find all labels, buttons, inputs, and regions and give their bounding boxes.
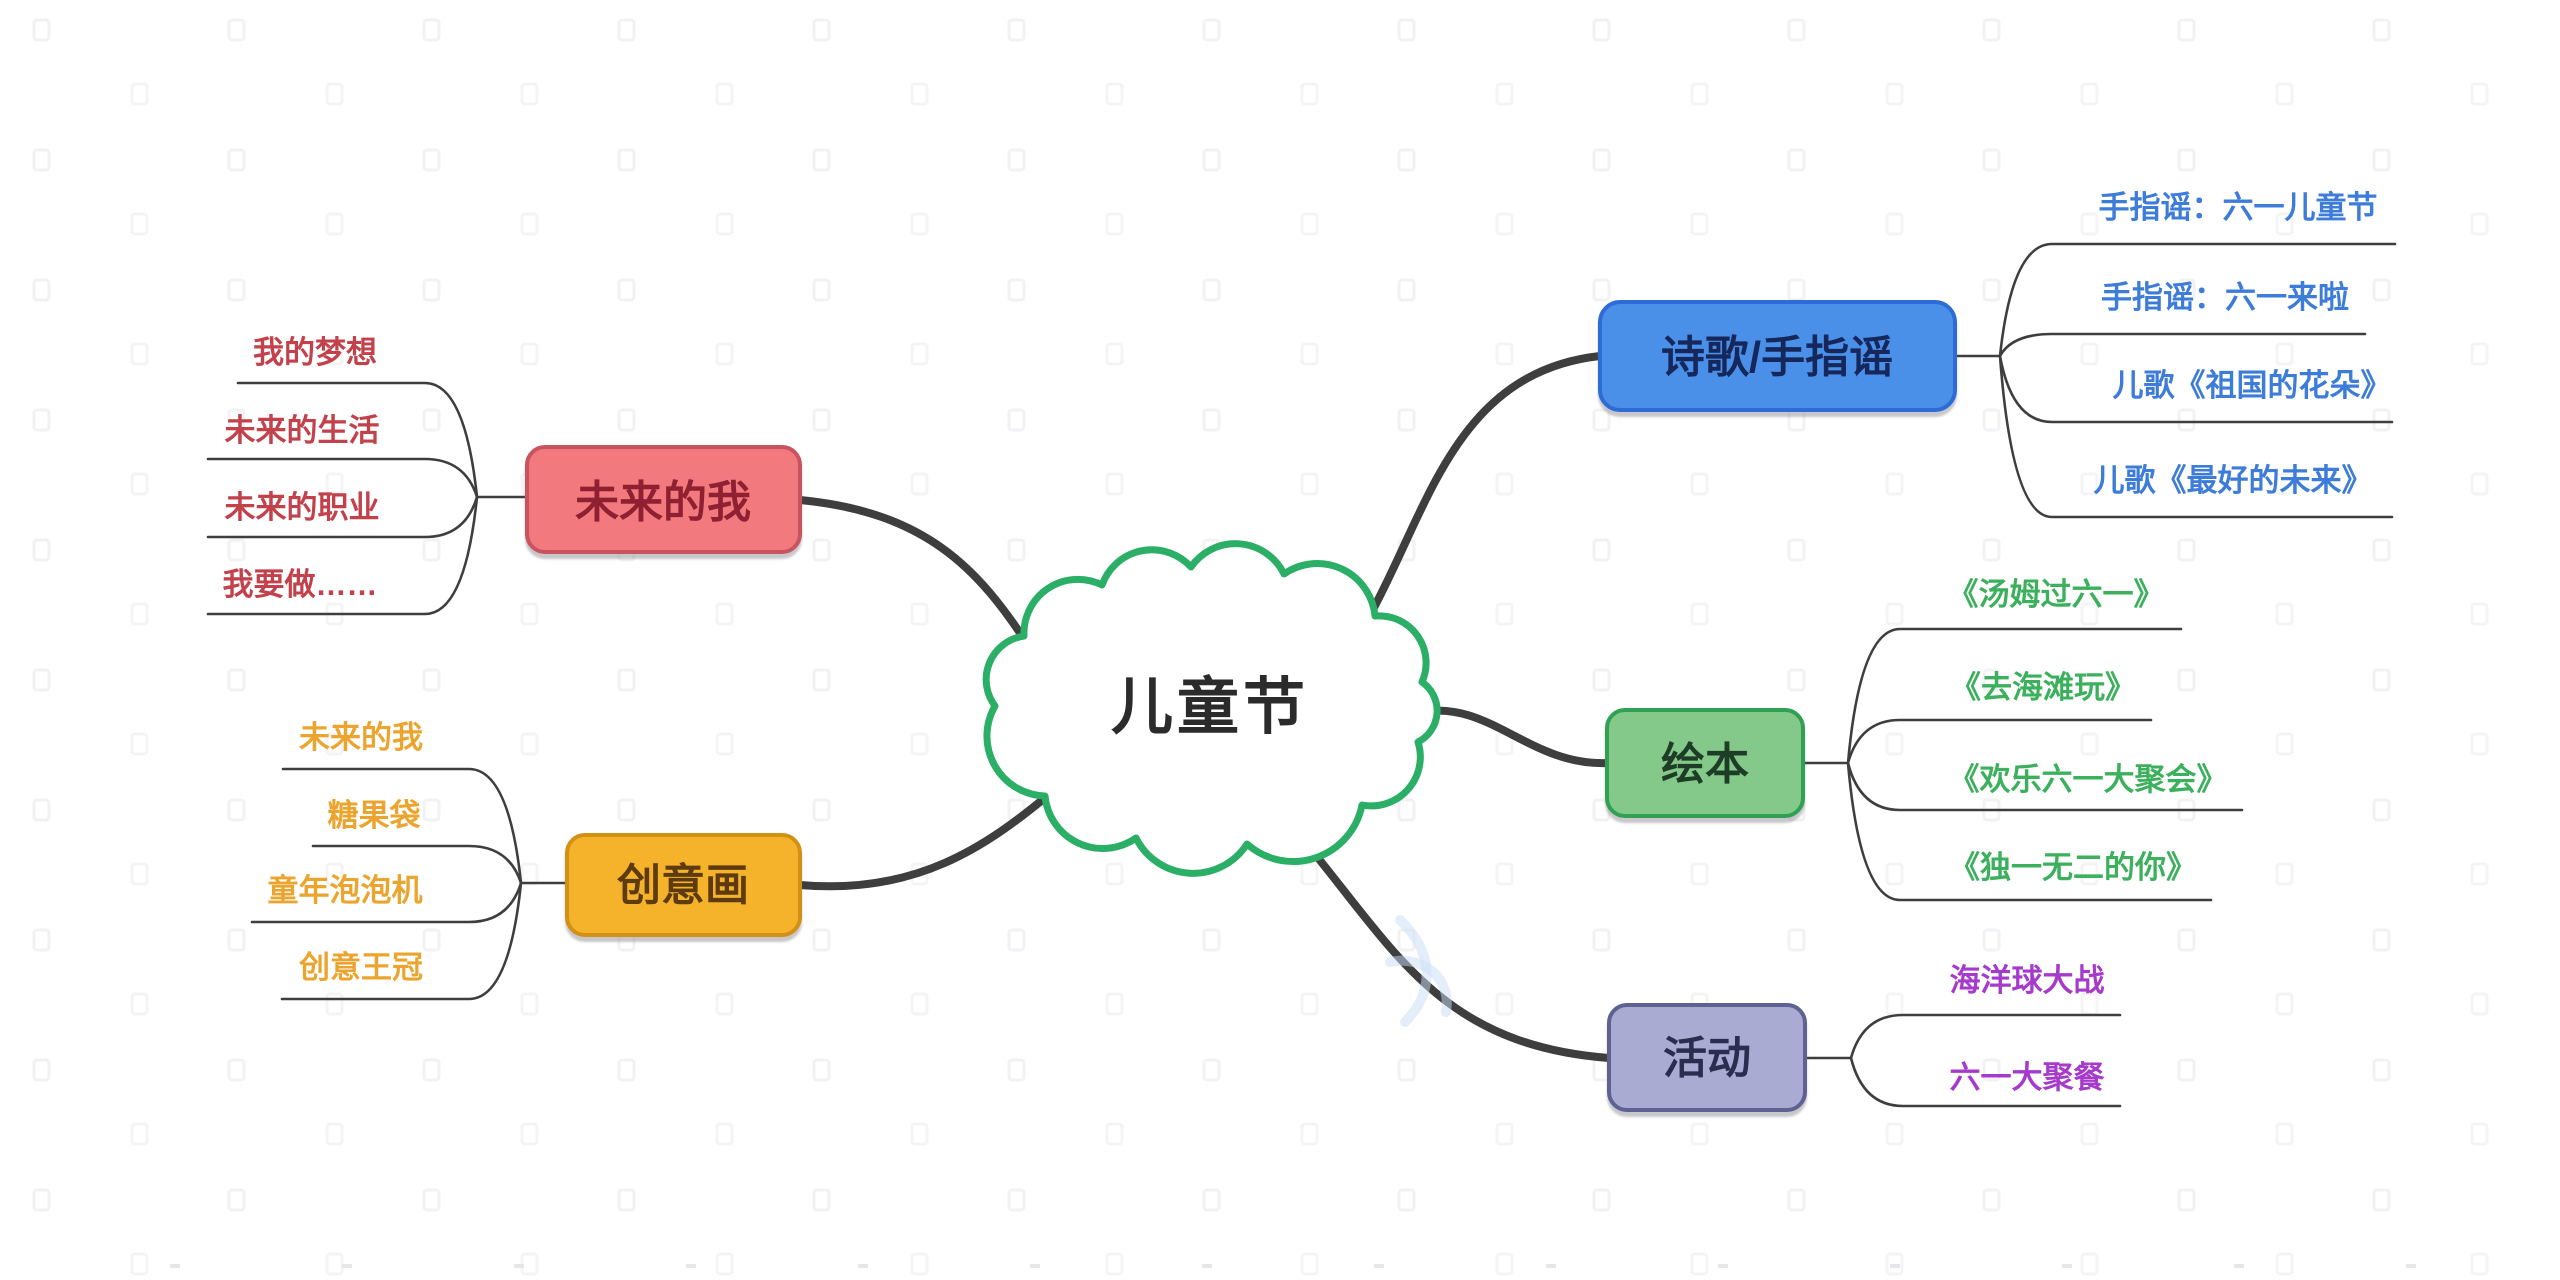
fan-line [1846, 761, 2213, 902]
child-topic[interactable]: 《去海滩玩》 [1950, 670, 2136, 705]
fan-line [1998, 354, 2394, 424]
child-topic[interactable]: 《汤姆过六一》 [1948, 577, 2165, 612]
branch-node-box[interactable] [525, 445, 802, 554]
children-activities: 海洋球大战 六一大聚餐 [1950, 963, 2106, 1095]
fan-line [1998, 354, 2394, 519]
fan-line [206, 495, 479, 539]
child-topic[interactable]: 手指谣：六一儿童节 [2099, 190, 2378, 225]
branch-node-label[interactable]: 创意画 [617, 861, 749, 910]
branch-node-box[interactable] [1607, 1003, 1807, 1112]
fan-line [206, 457, 479, 499]
branch-node-box[interactable] [1605, 708, 1805, 818]
fan-line [236, 381, 479, 499]
child-topic[interactable]: 未来的生活 [225, 413, 380, 448]
central-topic-label[interactable]: 儿童节 [1111, 673, 1309, 742]
children-creative-art: 未来的我 糖果袋 童年泡泡机 创意王冠 [268, 720, 424, 985]
child-topic[interactable]: 创意王冠 [298, 950, 423, 985]
central-topic-cloud[interactable] [982, 540, 1441, 877]
child-topic[interactable]: 儿歌《祖国的花朵》 [2113, 368, 2392, 403]
child-topic[interactable]: 未来的我 [299, 720, 423, 755]
children-picture-books: 《汤姆过六一》 《去海滩玩》 《欢乐六一大聚会》 《独一无二的你》 [1948, 577, 2228, 885]
branch-node-label[interactable]: 诗歌/手指谣 [1661, 333, 1893, 382]
fan-line [250, 881, 523, 924]
watermark-stroke [1385, 955, 1452, 1017]
children-future-me: 我的梦想 未来的生活 未来的职业 我要做…… [223, 335, 380, 602]
fan-line [1998, 332, 2367, 358]
children-poem-finger-rhymes: 手指谣：六一儿童节 手指谣：六一来啦 儿歌《祖国的花朵》 儿歌《最好的未来》 [2094, 190, 2392, 498]
child-topic[interactable]: 手指谣：六一来啦 [2101, 280, 2349, 315]
fan-line [311, 844, 523, 885]
fan-poem-finger-rhymes [1953, 242, 2397, 519]
child-topic[interactable]: 《欢乐六一大聚会》 [1949, 762, 2228, 797]
fan-line [1846, 761, 2244, 812]
trunk-poem-finger-rhymes [1366, 352, 1604, 619]
branch-node-picture-books[interactable]: 绘本 [1605, 708, 1805, 818]
trunk-future-me [796, 496, 1032, 649]
branch-node-label[interactable]: 活动 [1663, 1034, 1751, 1083]
branch-node-future-me[interactable]: 未来的我 [525, 445, 802, 554]
fan-line [206, 495, 479, 616]
fan-line [1846, 627, 2183, 765]
fan-future-me [206, 381, 529, 616]
fan-line [280, 881, 523, 1001]
fan-line [1849, 1056, 2122, 1108]
child-topic[interactable]: 海洋球大战 [1950, 963, 2105, 998]
fan-picture-books [1801, 627, 2244, 902]
branch-node-creative-art[interactable]: 创意画 [565, 833, 802, 937]
watermark-glyph [1385, 915, 1452, 1027]
child-topic[interactable]: 儿歌《最好的未来》 [2094, 463, 2373, 498]
fan-line [1998, 242, 2397, 358]
branch-node-label[interactable]: 绘本 [1661, 740, 1749, 789]
branch-node-box[interactable] [565, 833, 802, 937]
fan-creative-art [250, 767, 569, 1001]
branch-node-activities[interactable]: 活动 [1607, 1003, 1807, 1112]
child-topic[interactable]: 我的梦想 [253, 335, 377, 370]
fan-line [1849, 1013, 2122, 1060]
child-topic[interactable]: 我要做…… [223, 567, 378, 602]
child-topic[interactable]: 《独一无二的你》 [1949, 850, 2197, 885]
fan-activities [1803, 1013, 2122, 1108]
fan-line [1846, 718, 2153, 765]
branch-node-box[interactable] [1598, 300, 1957, 412]
branch-node-poem-finger-rhymes[interactable]: 诗歌/手指谣 [1598, 300, 1957, 412]
fan-line [281, 767, 523, 885]
child-topic[interactable]: 童年泡泡机 [268, 873, 423, 908]
child-topic[interactable]: 未来的职业 [225, 490, 380, 525]
child-topic[interactable]: 糖果袋 [328, 798, 421, 833]
trunk-creative-art [796, 788, 1056, 891]
trunk-picture-books [1418, 706, 1611, 768]
central-topic[interactable]: 儿童节 [982, 540, 1441, 877]
branch-node-label[interactable]: 未来的我 [575, 478, 751, 527]
child-topic[interactable]: 六一大聚餐 [1950, 1060, 2106, 1095]
